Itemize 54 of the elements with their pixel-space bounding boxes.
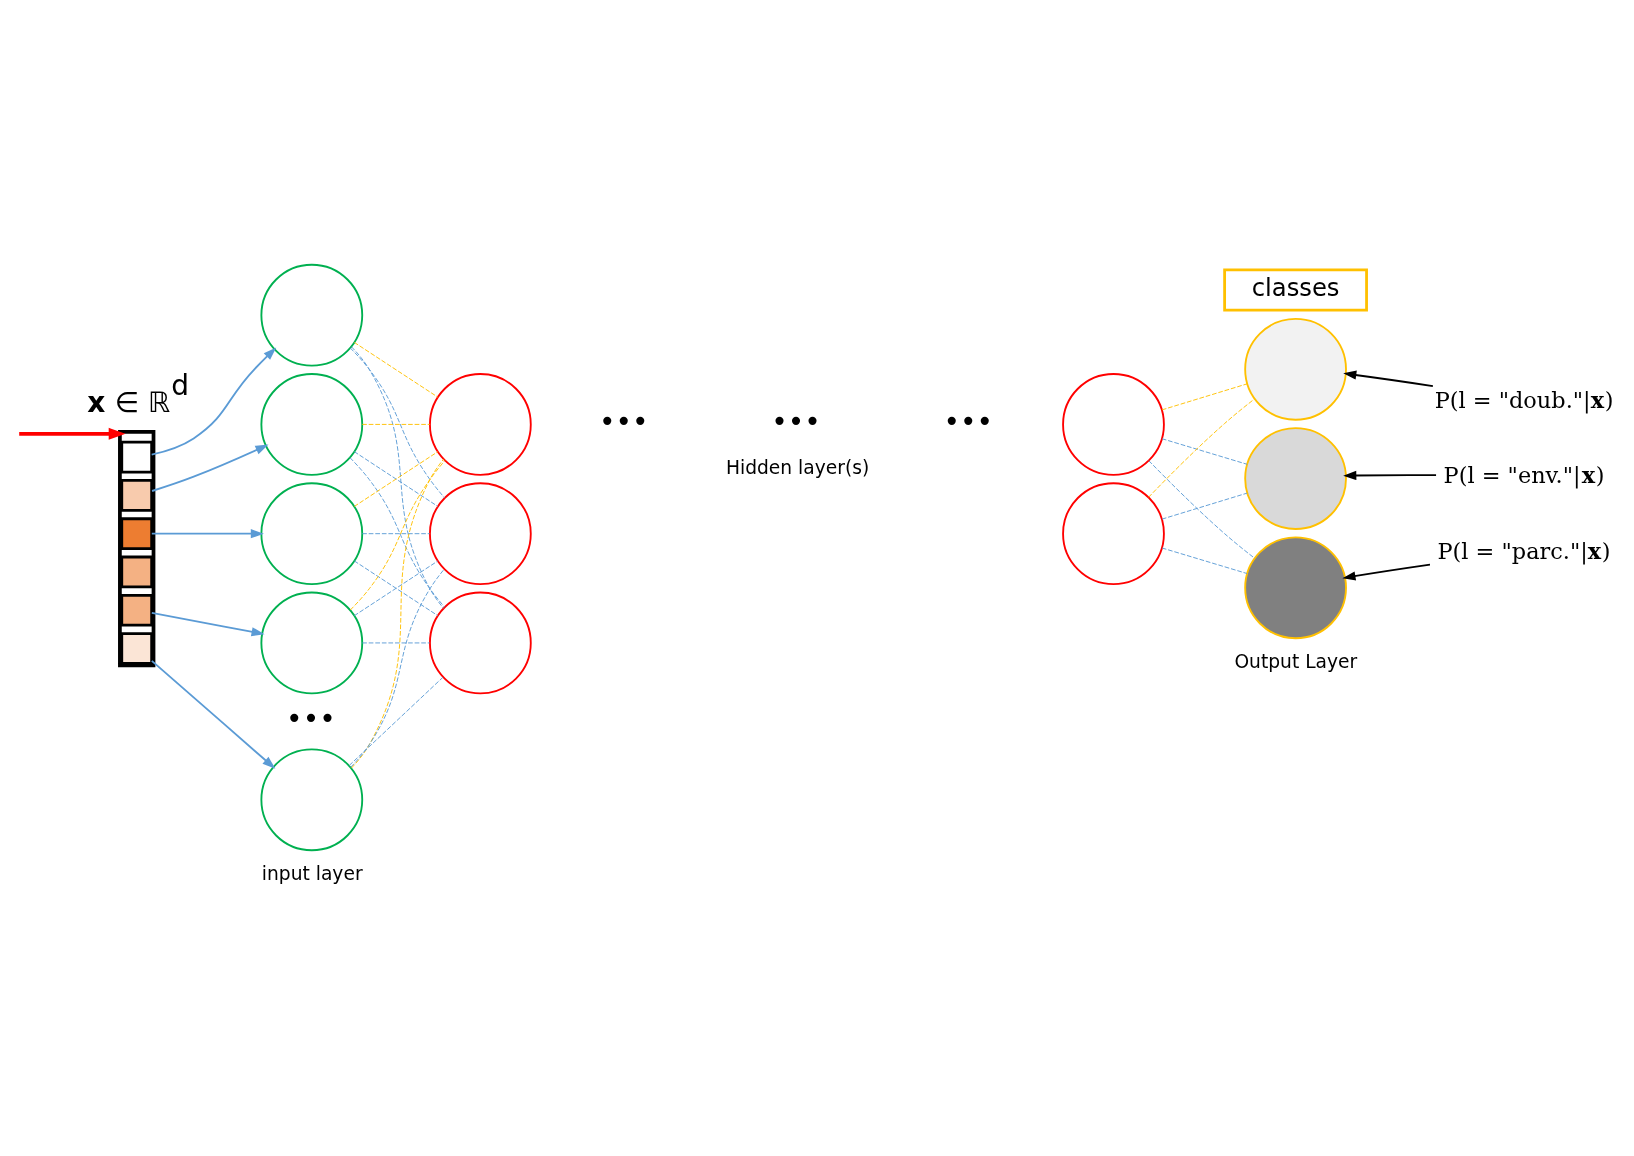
node-box xyxy=(120,440,154,473)
node-circle xyxy=(1062,481,1165,585)
node-text: P(l = "env."|x) xyxy=(1443,461,1605,488)
connector xyxy=(350,568,445,768)
node-circle xyxy=(1244,535,1347,639)
arrow xyxy=(150,528,264,538)
connector xyxy=(348,676,444,766)
arrow xyxy=(150,611,265,636)
arrow xyxy=(19,427,126,440)
node-circle xyxy=(260,372,364,476)
connector xyxy=(361,532,431,534)
arrow xyxy=(151,444,269,492)
node-circle xyxy=(1062,372,1165,476)
connector xyxy=(1148,459,1256,559)
node-box xyxy=(120,516,154,550)
connector xyxy=(361,423,431,425)
connector xyxy=(353,560,439,616)
connector xyxy=(353,450,439,507)
node-circle xyxy=(260,591,364,694)
node-box xyxy=(120,478,154,512)
node-text: P(l = "parc."|x) xyxy=(1437,537,1611,564)
arrow xyxy=(150,659,276,769)
node-text: P(l = "doub."|x) xyxy=(1434,386,1614,413)
label: ••• xyxy=(598,404,649,438)
label: input layer xyxy=(261,862,363,884)
arrow xyxy=(1343,470,1437,480)
node-box: classes xyxy=(1223,267,1368,311)
node-circle xyxy=(429,372,532,476)
arrow xyxy=(150,346,277,455)
connector xyxy=(1148,397,1256,498)
node-box xyxy=(120,593,154,627)
arrow xyxy=(1342,563,1431,581)
connector xyxy=(1161,437,1248,465)
label: ••• xyxy=(286,701,336,735)
connector xyxy=(361,641,431,643)
label: ••• xyxy=(943,404,994,438)
node-circle xyxy=(429,481,532,585)
node-circle xyxy=(260,481,364,585)
node-box xyxy=(120,555,154,588)
connector xyxy=(349,347,446,498)
node-box xyxy=(120,631,154,665)
arrow xyxy=(1343,370,1434,387)
connector xyxy=(1161,492,1248,520)
node-circle xyxy=(1244,317,1347,421)
label: Hidden layer(s) xyxy=(725,456,870,478)
connector xyxy=(353,341,439,398)
connector xyxy=(1161,547,1248,574)
connector xyxy=(1161,382,1248,410)
connector xyxy=(350,345,445,609)
label: ••• xyxy=(771,404,821,438)
label: Output Layer xyxy=(1234,650,1358,672)
node-circle xyxy=(429,591,532,694)
connector xyxy=(350,458,444,769)
node-circle xyxy=(1244,426,1347,530)
